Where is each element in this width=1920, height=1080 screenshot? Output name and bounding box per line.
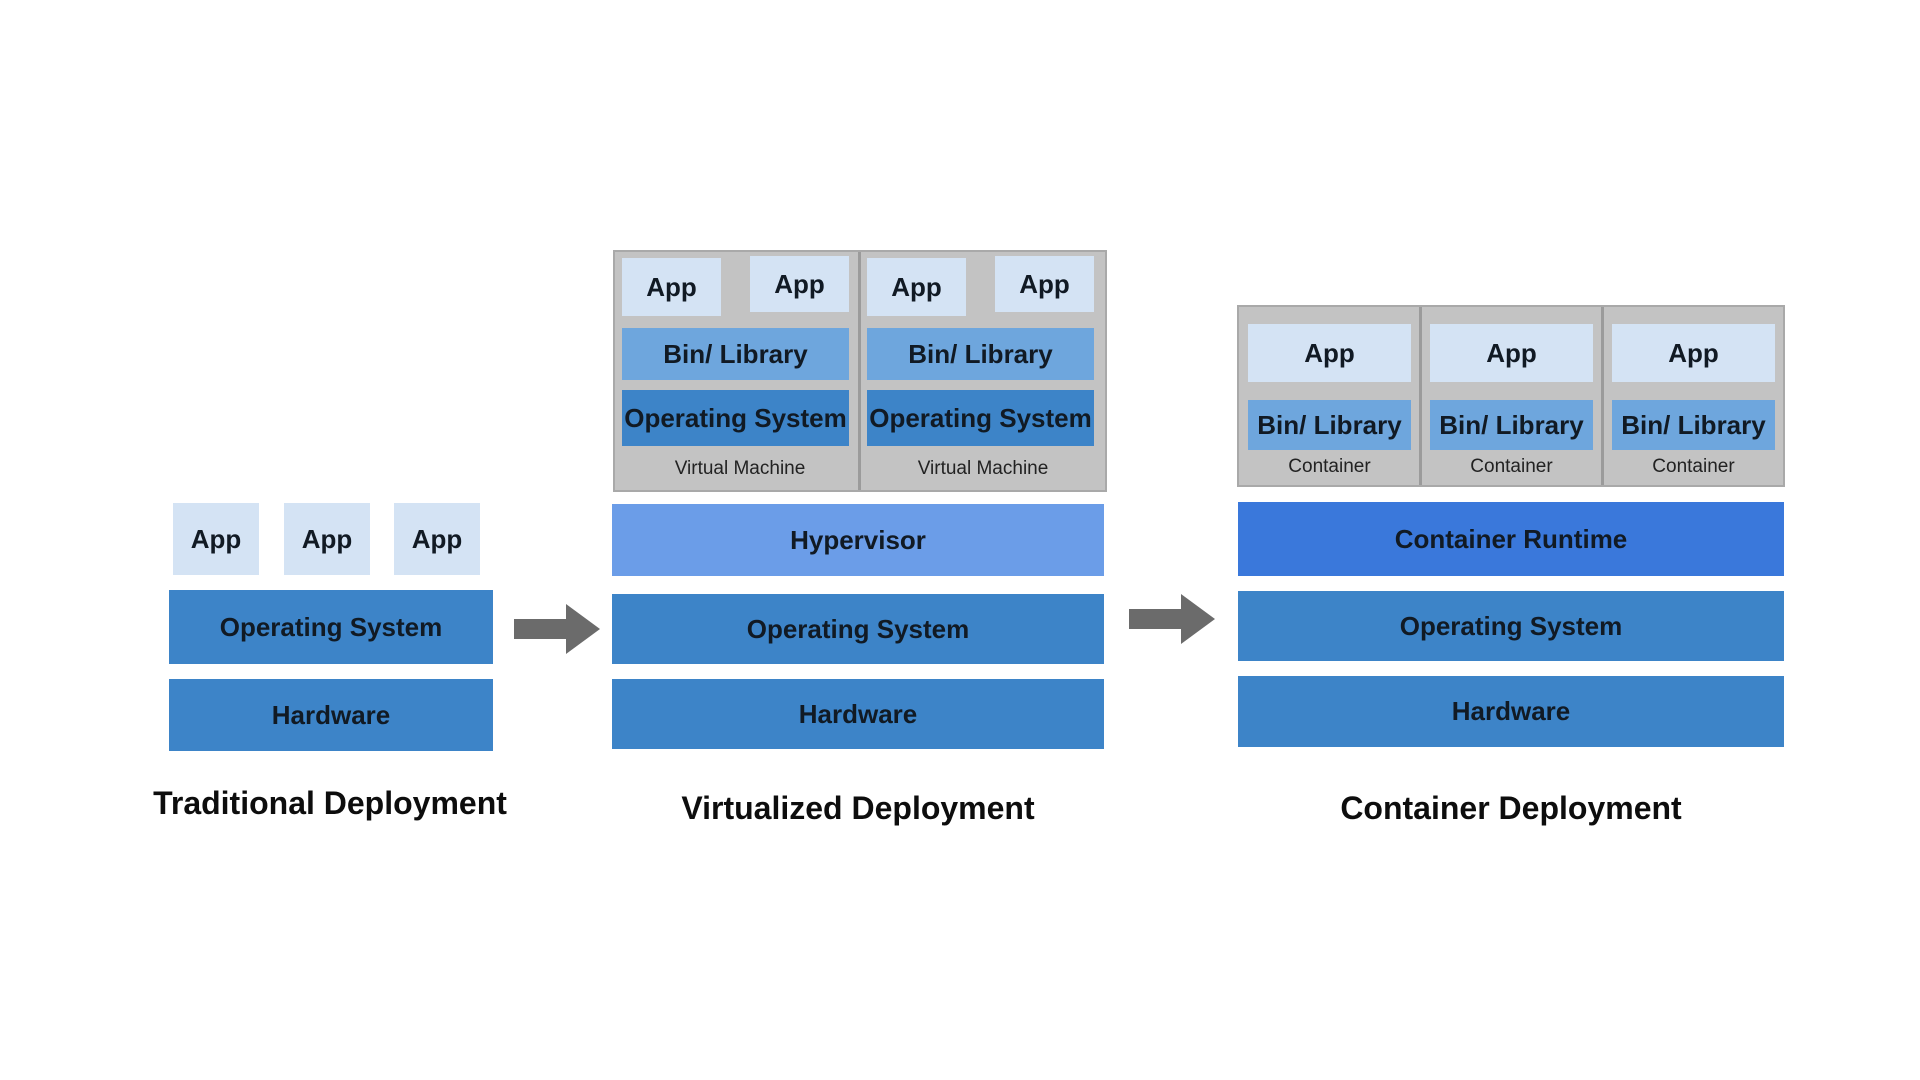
traditional-operating-system: Operating System bbox=[169, 590, 493, 664]
traditional-app-3: App bbox=[394, 503, 480, 575]
container-hardware: Hardware bbox=[1238, 676, 1784, 747]
container-deployment-title: Container Deployment bbox=[1340, 790, 1682, 826]
arrow-right-icon bbox=[1129, 594, 1215, 644]
arrow-right-icon bbox=[514, 604, 600, 654]
hypervisor: Hypervisor bbox=[612, 504, 1104, 576]
virtualized-deployment-title: Virtualized Deployment bbox=[681, 790, 1035, 826]
vm1-app-1: App bbox=[622, 258, 721, 316]
traditional-hardware: Hardware bbox=[169, 679, 493, 751]
container3-app: App bbox=[1612, 324, 1775, 382]
container3-bin-library: Bin/ Library bbox=[1612, 400, 1775, 450]
container1-label: Container bbox=[1288, 456, 1371, 477]
container2-app: App bbox=[1430, 324, 1593, 382]
vm1-app-2: App bbox=[750, 256, 849, 312]
vm2-app-2: App bbox=[995, 256, 1094, 312]
traditional-app-2: App bbox=[284, 503, 370, 575]
vm-divider bbox=[858, 252, 861, 490]
container2-bin-library: Bin/ Library bbox=[1430, 400, 1593, 450]
vm1-operating-system: Operating System bbox=[622, 390, 849, 446]
container-runtime: Container Runtime bbox=[1238, 502, 1784, 576]
vm2-bin-library: Bin/ Library bbox=[867, 328, 1094, 380]
traditional-app-1: App bbox=[173, 503, 259, 575]
container-operating-system: Operating System bbox=[1238, 591, 1784, 661]
vm2-operating-system: Operating System bbox=[867, 390, 1094, 446]
container-divider-2 bbox=[1601, 307, 1604, 485]
container3-label: Container bbox=[1652, 456, 1735, 477]
vm1-bin-library: Bin/ Library bbox=[622, 328, 849, 380]
container-divider-1 bbox=[1419, 307, 1422, 485]
container1-bin-library: Bin/ Library bbox=[1248, 400, 1411, 450]
virtualized-hardware: Hardware bbox=[612, 679, 1104, 749]
vm1-label: Virtual Machine bbox=[674, 458, 806, 479]
container1-app: App bbox=[1248, 324, 1411, 382]
traditional-deployment-title: Traditional Deployment bbox=[153, 785, 507, 821]
vm2-label: Virtual Machine bbox=[917, 458, 1049, 479]
container2-label: Container bbox=[1470, 456, 1553, 477]
vm2-app-1: App bbox=[867, 258, 966, 316]
virtualized-operating-system: Operating System bbox=[612, 594, 1104, 664]
